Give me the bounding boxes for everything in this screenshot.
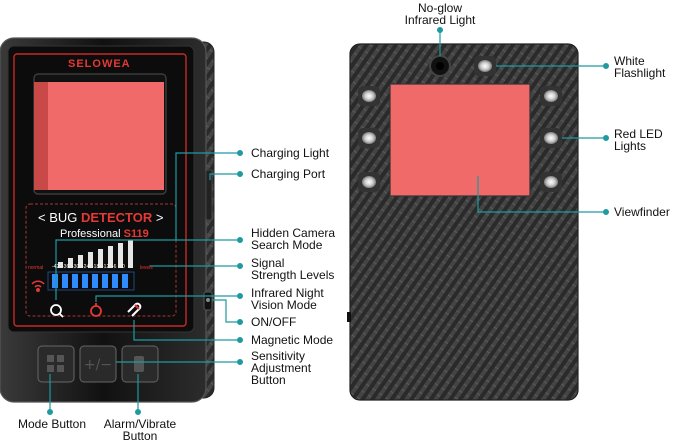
search-icon [50,304,64,318]
model-number: S119 [123,228,149,240]
label-red-led: Red LED Lights [614,127,663,153]
subtitle-text: Professional [60,228,121,240]
scale-left-label: normal [28,265,44,271]
device-title: < BUG DETECTOR > [38,210,163,225]
device-subtitle: Professional S119 [60,228,149,240]
red-led-left [358,86,380,192]
front-device: +/− [0,37,215,403]
scale-value: -6 [112,264,117,270]
title-highlight: DETECTOR [81,210,153,225]
red-led-right [540,86,562,192]
label-viewfinder: Viewfinder [614,205,670,219]
scale-right-label: levels [140,265,153,271]
scale-value: -42 [52,264,60,270]
label-mode-button: Mode Button [17,417,87,431]
scale-value: -18 [92,264,100,270]
title-prefix: < BUG [38,210,81,225]
label-white-flashlight: White Flashlight [614,54,666,80]
label-signal-strength: Signal Strength Levels [251,256,335,282]
svg-text:+/−: +/− [84,357,112,373]
label-sensitivity: Sensitivity Adjustment Button [251,349,312,387]
scale-value: -12 [102,264,110,270]
scale-value: -24 [82,264,90,270]
scale-value: 0 [122,264,125,270]
label-infrared-night: Infrared Night Vision Mode [251,286,324,312]
scale-value: -36 [62,264,70,270]
scale-values: -42-36-30-24-18-12-6 0 [52,264,138,272]
mode-button-shape [37,345,75,383]
label-alarm-vibrate: Alarm/Vibrate Button [103,417,177,443]
leader-lines [46,27,609,416]
wifi-icon [31,280,45,292]
scale-value: -30 [72,264,80,270]
label-on-off: ON/OFF [251,315,297,329]
level-bars [58,240,133,268]
front-lens [46,82,164,190]
night-vision-icon [90,303,102,317]
label-no-glow: No-glow Infrared Light [404,1,476,27]
label-charging-light: Charging Light [251,146,330,160]
title-suffix: > [152,210,164,225]
signal-bars [47,271,135,291]
viewfinder-window [389,83,531,197]
sensitivity-button-shape [79,345,117,383]
back-device [347,43,579,401]
label-hidden-camera: Hidden Camera Search Mode [251,226,336,252]
front-buttons: +/− [37,345,159,383]
front-info-panel [25,203,177,317]
white-flashlight-led [474,56,496,76]
label-charging-port: Charging Port [251,167,326,181]
front-red-frame [13,53,187,327]
label-magnetic-mode: Magnetic Mode [251,333,334,347]
brand-name: SELOWEA [68,58,131,70]
magnet-icon [127,302,142,317]
